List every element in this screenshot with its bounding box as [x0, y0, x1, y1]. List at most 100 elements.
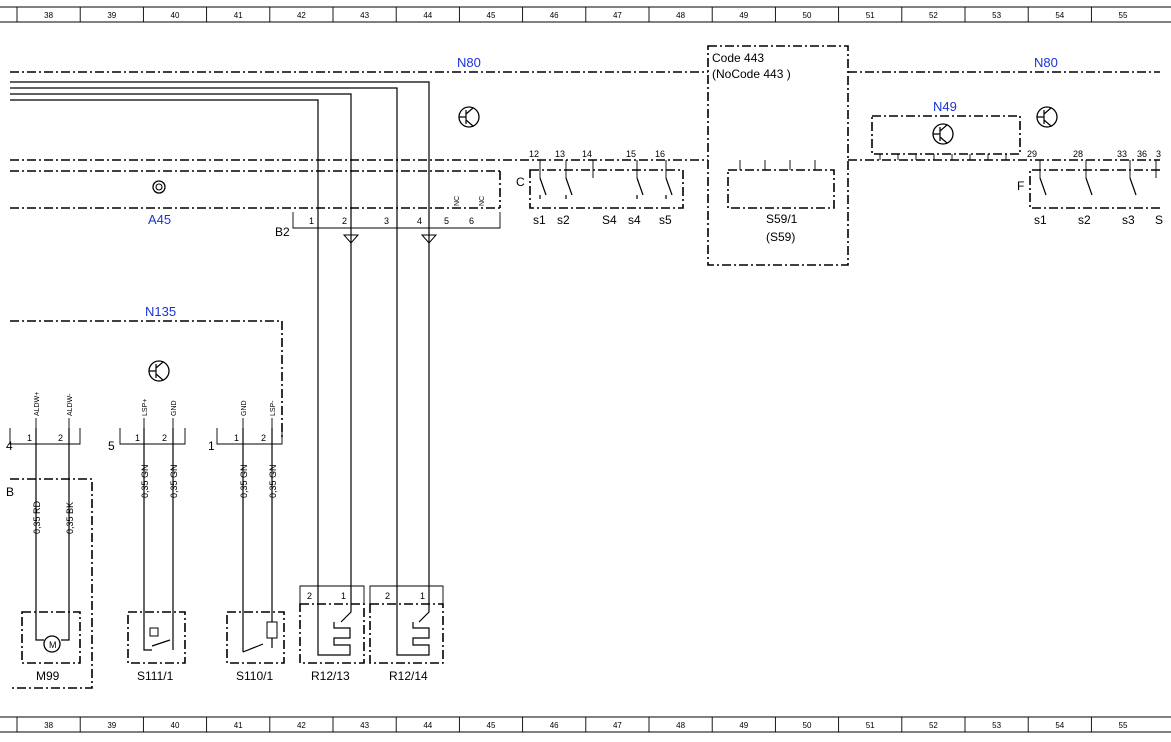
n135-pin: 1	[27, 433, 32, 443]
transistor-icon	[932, 123, 954, 145]
label-r12-13: R12/13	[311, 669, 350, 683]
label-connector-b: B	[6, 485, 14, 499]
ruler-cell-label: 42	[297, 11, 306, 20]
ruler-cell-label: 54	[1055, 721, 1064, 730]
connector-b2	[292, 212, 501, 244]
f-switch-label: S	[1155, 213, 1163, 227]
f-pin: 29	[1027, 149, 1037, 159]
ruler-cell-label: 44	[423, 721, 432, 730]
switch-group-f	[1039, 160, 1157, 196]
transistor-icon	[148, 360, 170, 382]
spiral-icon	[152, 180, 166, 194]
ruler-cell-label: 42	[297, 721, 306, 730]
ruler-cell-label: 43	[360, 11, 369, 20]
f-pin: 36	[1137, 149, 1147, 159]
label-b2: B2	[275, 225, 290, 239]
ruler-cell-label: 53	[992, 721, 1001, 730]
ruler-cell-label: 47	[613, 11, 622, 20]
wire-label-gn: 0,35 GN	[169, 464, 179, 498]
n135-pin: 2	[162, 433, 167, 443]
label-r12-14: R12/14	[389, 669, 428, 683]
ruler-cell-label: 50	[803, 721, 812, 730]
pin-lsp-minus: LSP-	[270, 400, 277, 416]
c-switch-label: s4	[628, 213, 641, 227]
ruler-cell-label: 39	[107, 11, 116, 20]
label-code-443: Code 443	[712, 51, 764, 65]
ruler-cell-label: 41	[234, 11, 243, 20]
motor-m99: M	[43, 635, 61, 653]
label-s59: (S59)	[766, 230, 795, 244]
ruler-cell-label: 43	[360, 721, 369, 730]
c-pin: 16	[655, 149, 665, 159]
label-n135: N135	[145, 304, 176, 319]
n135-pin: 1	[234, 433, 239, 443]
label-s59-1: S59/1	[766, 212, 798, 226]
ruler-cell-label: 52	[929, 721, 938, 730]
relay-pin: 2	[385, 591, 390, 601]
ruler-cell-label: 40	[171, 11, 180, 20]
grid-ruler-top	[0, 6, 1171, 23]
b2-nc-label: NC	[454, 196, 461, 206]
label-m99: M99	[36, 669, 60, 683]
label-connector-f: F	[1017, 179, 1024, 193]
ruler-cell-label: 50	[803, 11, 812, 20]
f-pin: 3	[1156, 149, 1161, 159]
wire-label-bk: 0,35 BK	[65, 502, 75, 534]
b2-nc-label: NC	[479, 196, 486, 206]
ruler-cell-label: 54	[1055, 11, 1064, 20]
module-boundaries	[10, 45, 1160, 689]
label-n49: N49	[933, 99, 957, 114]
f-switch-label: s2	[1078, 213, 1091, 227]
ruler-cell-label: 39	[107, 721, 116, 730]
grid-ruler-bottom	[0, 716, 1171, 733]
transistor-icon	[458, 106, 480, 128]
ruler-cell-label: 55	[1119, 11, 1128, 20]
ruler-cell-label: 46	[550, 11, 559, 20]
ruler-cell-label: 47	[613, 721, 622, 730]
s59-pins	[739, 160, 816, 170]
n135-pin: 1	[135, 433, 140, 443]
motor-symbol: M	[49, 640, 57, 650]
n135-pin: 2	[261, 433, 266, 443]
f-pin: 28	[1073, 149, 1083, 159]
bottom-wires	[35, 428, 273, 641]
b2-pin: 1	[309, 216, 314, 226]
ruler-cell-label: 41	[234, 721, 243, 730]
relay-r12-13	[299, 585, 365, 656]
relay-pin: 1	[341, 591, 346, 601]
wire-label-gn: 0,35 GN	[268, 464, 278, 498]
ruler-cell-label: 38	[44, 721, 53, 730]
f-switch-label: s3	[1122, 213, 1135, 227]
c-pin: 14	[582, 149, 592, 159]
ruler-cell-label: 40	[171, 721, 180, 730]
wire-bundle	[10, 81, 430, 598]
label-connector-1: 1	[208, 439, 215, 453]
ruler-cell-label: 55	[1119, 721, 1128, 730]
ruler-cell-label: 53	[992, 11, 1001, 20]
label-n80-left: N80	[457, 55, 481, 70]
ruler-cell-label: 51	[866, 11, 875, 20]
pin-lsp-plus: LSP+	[142, 399, 149, 416]
c-switch-label: S4	[602, 213, 617, 227]
c-pin: 12	[529, 149, 539, 159]
pin-gnd: GND	[241, 400, 248, 416]
ruler-cell-label: 46	[550, 721, 559, 730]
relay-pin: 1	[420, 591, 425, 601]
f-pin: 33	[1117, 149, 1127, 159]
transistor-icon	[1036, 106, 1058, 128]
f-switch-label: s1	[1034, 213, 1047, 227]
relay-pin: 2	[307, 591, 312, 601]
b2-pin: 4	[417, 216, 422, 226]
c-switch-label: s1	[533, 213, 546, 227]
b2-pin: 5	[444, 216, 449, 226]
label-connector-5: 5	[108, 439, 115, 453]
ruler-cell-label: 45	[487, 721, 496, 730]
c-pin: 15	[626, 149, 636, 159]
relay-r12-14	[369, 585, 444, 656]
switch-group-c	[539, 160, 673, 199]
label-nocode-443: (NoCode 443 )	[712, 67, 791, 81]
ruler-cell-label: 45	[487, 11, 496, 20]
ruler-cell-label: 44	[423, 11, 432, 20]
pin-gnd: GND	[171, 400, 178, 416]
